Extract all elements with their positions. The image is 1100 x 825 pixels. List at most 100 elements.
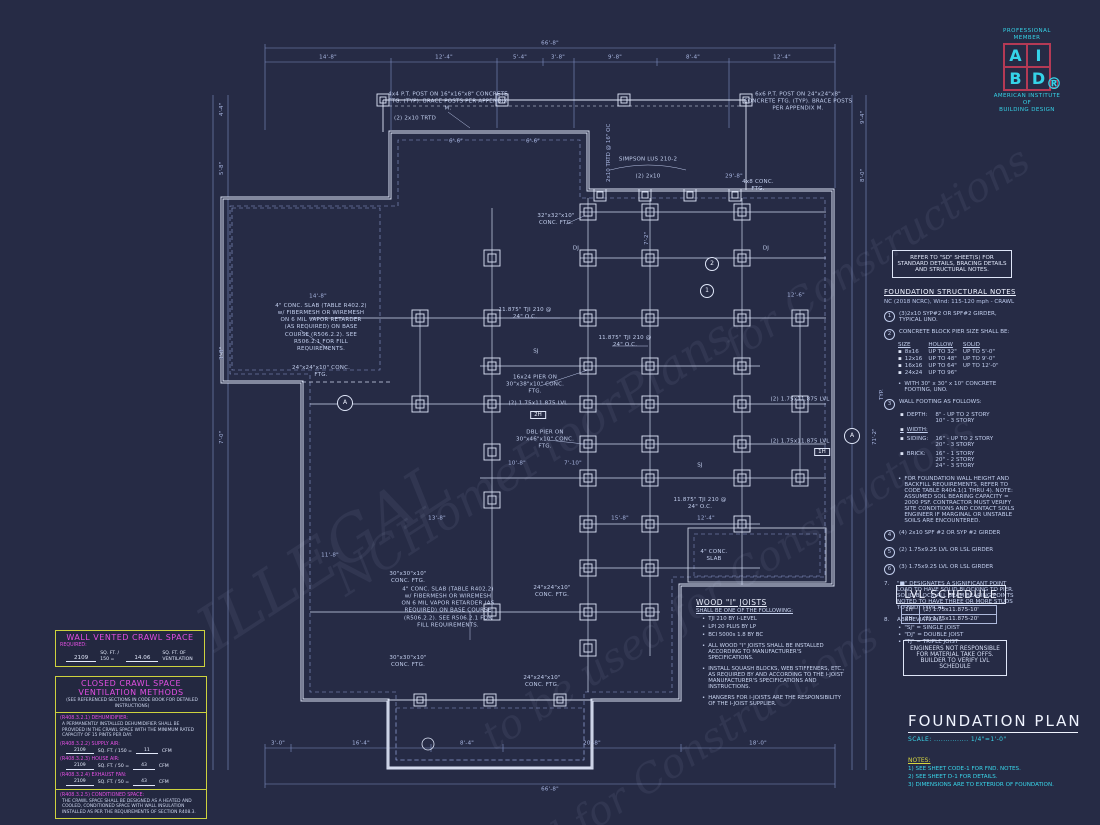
callout-6x6-post: 6x6 P.T. POST ON 24"x24"x8" CONCRETE FTG…	[743, 91, 853, 112]
abbr-dj: "DJ" = DOUBLE JOIST	[898, 632, 1016, 638]
dim: 6'-6"	[448, 138, 464, 145]
callout-16x24-pier: 16x24 PIER ON 30"x38"x10" CONC. FTG.	[505, 374, 565, 395]
callout-30x30-ftg-1: 30"x30"x10" CONC. FTG.	[389, 570, 427, 584]
dehumidifier-body: A PERMANENTLY INSTALLED DEHUMIDIFIER SHA…	[62, 722, 195, 738]
marker-2: 2	[705, 257, 719, 271]
lvl-row: 2H (2) 1.75x11.875-20'	[900, 614, 997, 624]
typ-label: TYP.	[879, 389, 885, 400]
logo-letter-d: D	[1027, 67, 1050, 91]
callout-simpson: SIMPSON LUS 210-2	[618, 156, 678, 163]
dim: 7'-2"	[644, 231, 650, 245]
dim: 7'-0"	[219, 430, 225, 444]
structural-notes-heading: FOUNDATION STRUCTURAL NOTES	[884, 288, 1016, 296]
dim-top-overall: 66'-8"	[541, 40, 559, 47]
marker-a-right: A	[844, 428, 860, 444]
note-number: 2	[884, 329, 895, 340]
sheet-title: FOUNDATION PLAN	[908, 712, 1080, 733]
note-4: 4 (4) 2x10 SPF #2 OR SYP #2 GIRDER	[884, 530, 1016, 541]
vented-title: WALL VENTED CRAWL SPACE	[66, 633, 194, 642]
note-text: (2) 1.75x9.25 LVL OR LSL GIRDER	[899, 547, 994, 553]
table-row: 8x16 UP TO 32" UP TO 5'-0"	[898, 349, 1005, 356]
dim: 4'-4"	[219, 102, 225, 116]
callout-2x10-trtd: (2) 2x10 TRTD	[393, 115, 437, 122]
dim: 11'-8"	[321, 552, 339, 559]
callout-conc-slab-bottom: 4" CONC. SLAB (TABLE R402.2) w/ FIBERMES…	[401, 586, 495, 629]
supply-air-head: (R408.3.2.2) SUPPLY AIR:	[60, 741, 120, 747]
note-2-bullet: WITH 30" x 30" x 10" CONCRETE FOOTING, U…	[898, 381, 1016, 393]
note-number: 3	[884, 399, 895, 410]
callout-garage-slab: 4" CONC. SLAB	[700, 548, 728, 562]
title-note-2: 2) SEE SHEET D-1 FOR DETAILS.	[908, 774, 998, 780]
dim: 9'-8"	[607, 54, 623, 61]
note-text: WALL FOOTING AS FOLLOWS:	[899, 399, 982, 405]
dim: 12'-6"	[787, 292, 805, 299]
dim: 8'-4"	[459, 740, 475, 747]
label-sj-2: SJ	[697, 462, 703, 469]
callout-conc-slab-left: 4" CONC. SLAB (TABLE R402.2) w/ FIBERMES…	[275, 303, 367, 352]
callout-24x24-ftg-b1: 24"x24"x10" CONC. FTG.	[533, 584, 571, 598]
pier-size-table: SIZE HOLLOW SOLID 8x16 UP TO 32" UP TO 5…	[898, 342, 1005, 377]
wall-vented-crawl-box: WALL VENTED CRAWL SPACE REQUIRED: 2109 S…	[55, 630, 205, 668]
note-number: 8.	[884, 617, 890, 623]
note-5: 5 (2) 1.75x9.25 LVL OR LSL GIRDER	[884, 547, 1016, 558]
dim-bottom-overall: 66'-8"	[541, 786, 559, 793]
callout-tji-3: 11.875" TJI 210 @ 24" O.C.	[673, 496, 727, 510]
note-3-bullet: FOR FOUNDATION WALL HEIGHT AND BACKFILL …	[898, 476, 1016, 524]
supply-air-formula: 2109 SQ. FT. / 150 = 11 CFM	[66, 748, 200, 755]
dim: 12'-4"	[773, 54, 791, 61]
note-number: 6	[884, 564, 895, 575]
conditioned-space-head: (R408.3.2.5) CONDITIONED SPACE:	[60, 792, 145, 798]
label-sj: SJ	[533, 348, 539, 355]
col-size: SIZE	[898, 342, 911, 348]
dim: 10'-8"	[508, 460, 526, 467]
wood-sub: SHALL BE ONE OF THE FOLLOWING:	[696, 608, 793, 614]
wood-i-joists-note: WOOD "I" JOISTS SHALL BE ONE OF THE FOLL…	[696, 598, 848, 707]
callout-30x30-ftg-2: 30"x30"x10" CONC. FTG.	[389, 654, 427, 668]
lvl-schedule-title: LVL SCHEDULE	[896, 585, 1006, 604]
dim: 6'-6"	[525, 138, 541, 145]
callout-24x24-ftg-left: 24"x24"x10" CONC. FTG.	[291, 364, 351, 378]
callout-tji-2: 11.875" TJI 210 @ 24" O.C.	[598, 334, 652, 348]
title-note-1: 1) SEE SHEET CODE-1 FOR FND. NOTES.	[908, 766, 1021, 772]
tag-2h: 2H	[530, 411, 546, 419]
title-note-3: 3) DIMENSIONS ARE TO EXTERIOR OF FOUNDAT…	[908, 782, 1054, 788]
wood-title: WOOD "I" JOISTS	[696, 598, 767, 607]
structural-notes-subheading: NC (2018 NCRC), Wind: 115-120 mph - CRAW…	[884, 299, 1015, 305]
col-hollow: HOLLOW	[928, 342, 953, 348]
logo-letter-i: I	[1027, 44, 1050, 68]
title-block: FOUNDATION PLAN SCALE: ............... 1…	[908, 712, 1080, 788]
callout-lvl-right: (2) 1.75x11.875 LVL	[770, 396, 830, 403]
required-label: REQUIRED:	[60, 643, 87, 648]
note-number: 5	[884, 547, 895, 558]
callout-4x4-post: 4x4 P.T. POST ON 16"x16"x8" CONCRETE FTG…	[388, 91, 508, 112]
dim: 8'-4"	[685, 54, 701, 61]
closed-title-1: CLOSED CRAWL SPACE	[80, 679, 182, 688]
dim: 18'-0"	[749, 740, 767, 747]
structural-notes-panel: REFER TO "SD" SHEET(S) FOR STANDARD DETA…	[884, 250, 1016, 645]
note-number: 1	[884, 311, 895, 322]
dim: 3'-8"	[219, 346, 225, 360]
house-air-head: (R408.3.2.3) HOUSE AIR:	[60, 757, 120, 763]
vented-formula: 2109 SQ. FT. / 150 = 14.06 SQ. FT. OF VE…	[66, 651, 198, 663]
table-row: 16x16 UP TO 64" UP TO 12'-0"	[898, 363, 1005, 370]
dim: 3'-8"	[550, 54, 566, 61]
closed-title-2: VENTILATION METHODS	[78, 688, 184, 697]
dim: 5'-4"	[512, 54, 528, 61]
title-notes-heading: NOTES:	[908, 757, 931, 764]
lvl-schedule: LVL SCHEDULE 1H (2) 1.75x11.875-10' 2H (…	[896, 585, 1006, 624]
note-2: 2 CONCRETE BLOCK PIER SIZE SHALL BE:	[884, 329, 1016, 340]
note-number: 4	[884, 530, 895, 541]
table-row: 24x24 UP TO 96"	[898, 370, 1005, 377]
note-1: 1 (3)2x10 SYP#2 OR SPF#2 GIRDER, TYPICAL…	[884, 311, 1016, 323]
closed-crawl-box: CLOSED CRAWL SPACE VENTILATION METHODS (…	[55, 676, 207, 820]
callout-2-2x10: (2) 2x10	[635, 173, 661, 180]
callout-lvl-right-2: (2) 1.75x11.875 LVL	[770, 438, 830, 445]
abbr-tj: "TJ" = TRIPLE JOIST	[898, 639, 1016, 645]
conditioned-space-body: THE CRAWL SPACE SHALL BE DESIGNED AS A H…	[62, 798, 196, 815]
closed-subnote: (SEE REFERENCED SECTIONS IN CODE BOOK FO…	[66, 698, 198, 709]
dim: 12'-4"	[435, 54, 453, 61]
